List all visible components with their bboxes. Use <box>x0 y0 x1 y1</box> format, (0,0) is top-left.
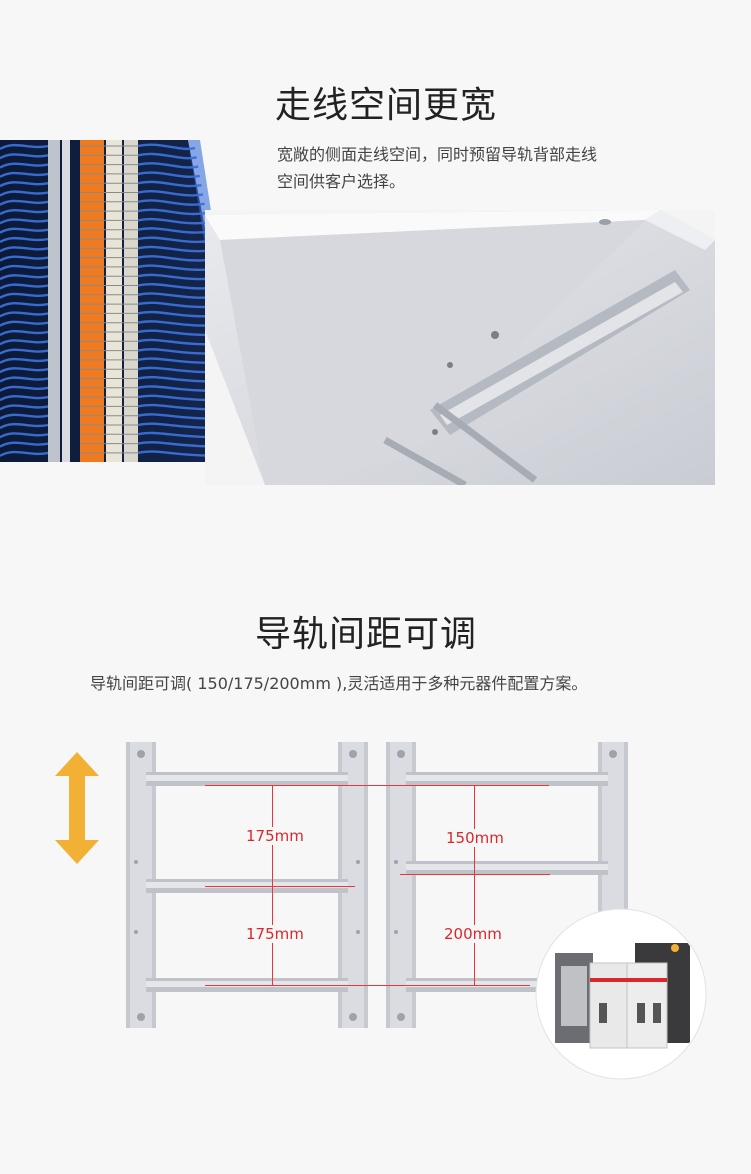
section2-description: 导轨间距可调( 150/175/200mm ),灵活适用于多种元器件配置方案。 <box>90 674 588 693</box>
left-mid-rail-line <box>205 886 355 887</box>
left-vertical-measure-line <box>272 785 273 985</box>
section1-description: 宽敞的侧面走线空间，同时预留导轨背部走线 空间供客户选择。 <box>277 145 598 191</box>
left-bottom-rail-line <box>205 985 380 986</box>
left-bottom-spacing-label: 175mm <box>244 925 306 943</box>
double-vertical-arrow-icon <box>55 752 99 864</box>
cabinet-rail-photo <box>205 210 715 485</box>
right-top-rail-line <box>337 785 549 786</box>
circuit-breaker-photo <box>535 908 707 1080</box>
right-top-spacing-label: 150mm <box>444 829 506 847</box>
right-vertical-measure-line <box>474 785 475 985</box>
section2-title: 导轨间距可调 <box>255 614 478 655</box>
right-bottom-spacing-label: 200mm <box>442 925 504 943</box>
left-top-spacing-label: 175mm <box>244 827 306 845</box>
right-mid-rail-line <box>400 874 550 875</box>
section1-title: 走线空间更宽 <box>275 85 498 126</box>
right-bottom-rail-line <box>380 985 530 986</box>
left-top-rail-line <box>205 785 337 786</box>
left-rail-frame <box>126 742 368 1028</box>
